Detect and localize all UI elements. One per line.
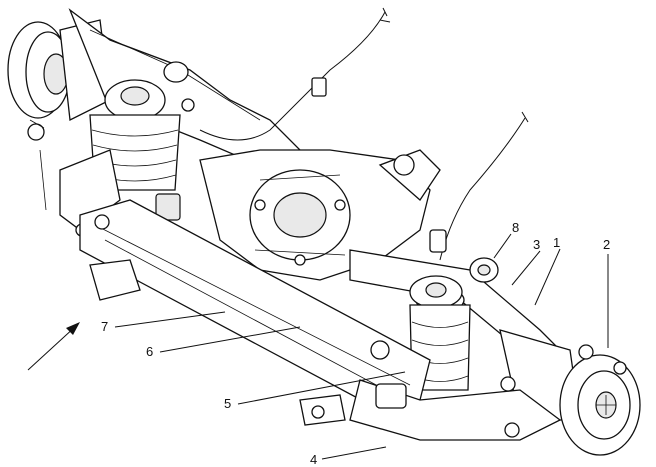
forward-direction-arrow	[27, 322, 80, 371]
subframe-crossmember	[79, 199, 431, 411]
callout-5: 5	[224, 396, 231, 411]
callout-1: 1	[553, 235, 560, 250]
callout-6: 6	[146, 344, 153, 359]
lower-control-arm	[299, 340, 562, 441]
callout-2: 2	[603, 237, 610, 252]
callout-4: 4	[310, 452, 317, 467]
differential-housing	[199, 149, 441, 281]
callout-7: 7	[101, 319, 108, 334]
parking-brake-cable-right	[429, 111, 529, 261]
callout-3: 3	[533, 237, 540, 252]
callout-8: 8	[512, 220, 519, 235]
right-bushing	[469, 257, 499, 283]
callout-labels: 1 2 3 4 5 6 7 8	[101, 220, 610, 467]
leader-lines	[114, 233, 609, 460]
parking-brake-cable-left	[181, 7, 391, 141]
